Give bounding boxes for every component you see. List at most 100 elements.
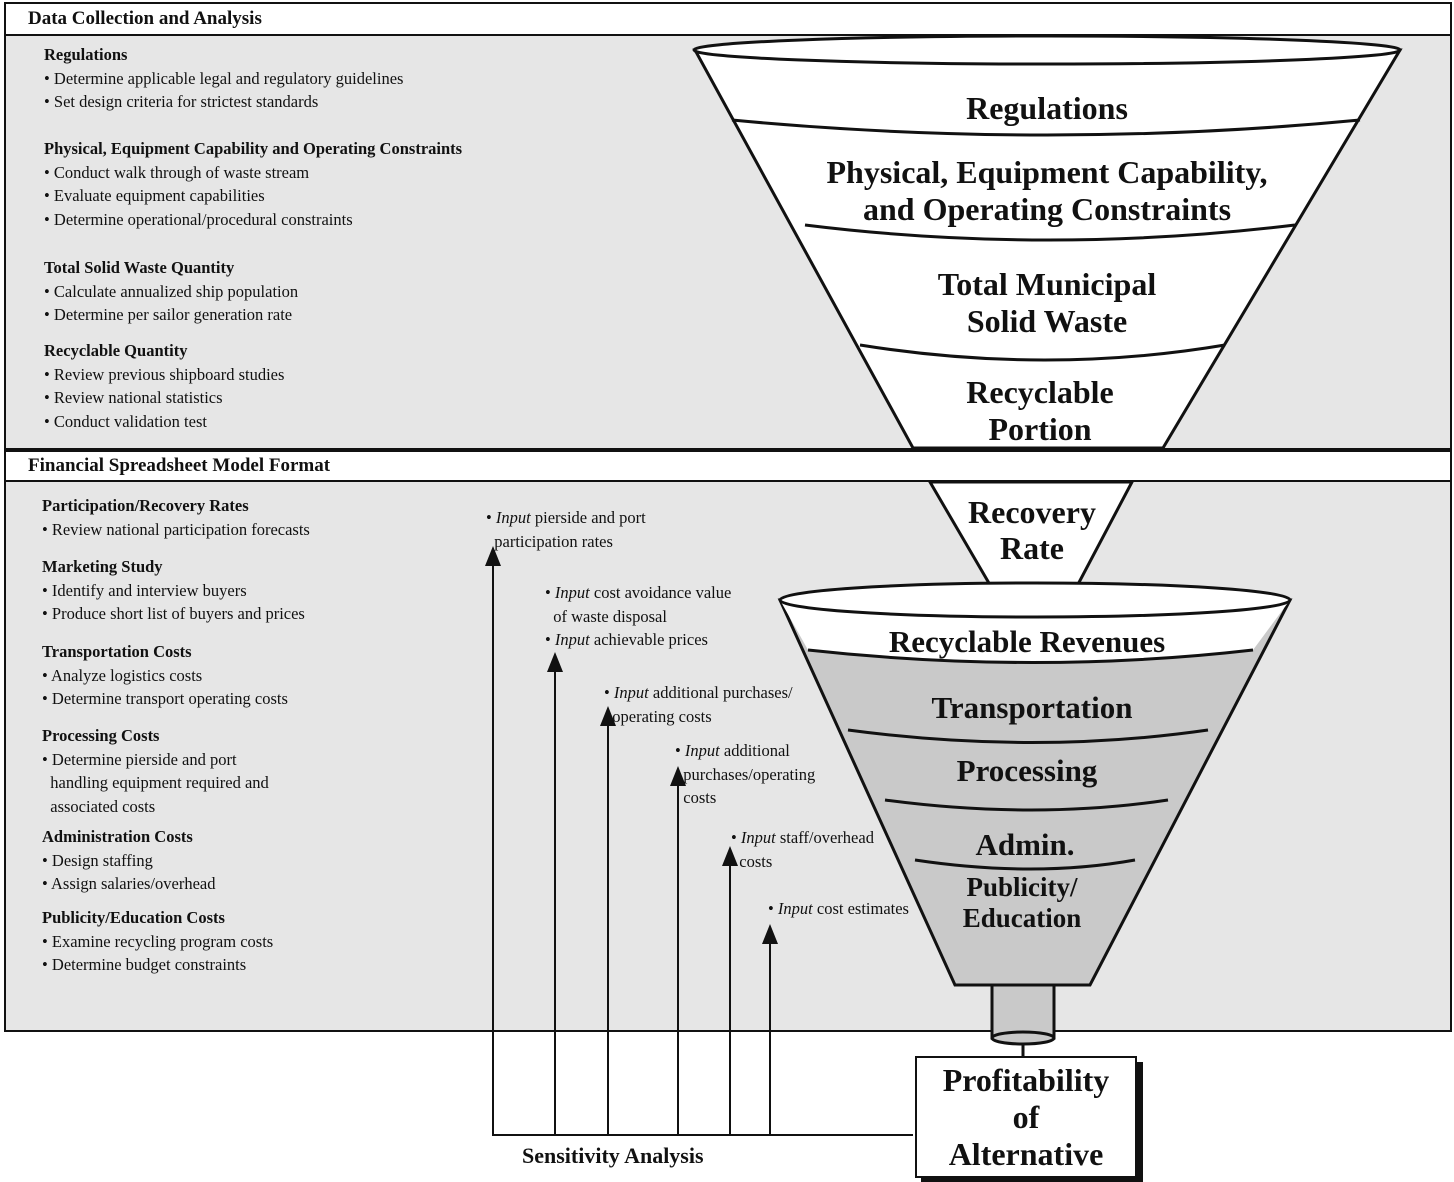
section-heading: Total Solid Waste Quantity — [44, 258, 235, 277]
outcome-line: Profitability — [942, 1062, 1110, 1098]
input-keyword: Input — [777, 899, 813, 918]
section: Marketing Study • Identify and interview … — [42, 555, 305, 626]
input-keyword: Input — [554, 583, 590, 602]
bullet-item: • Set design criteria for strictest stan… — [44, 92, 319, 111]
arrowheads — [485, 546, 778, 944]
arrowhead — [762, 924, 778, 944]
band-label-regulations: Regulations — [966, 90, 1128, 126]
input-keyword: Input — [613, 683, 649, 702]
bullet-item: • Review previous shipboard studies — [44, 364, 285, 384]
band-label-physical: Physical, Equipment Capability, — [827, 154, 1268, 190]
arrowhead — [670, 766, 686, 786]
bullet-item: • Determine transport operating costs — [42, 689, 288, 708]
neck-label: Rate — [1000, 530, 1064, 566]
band-label-total-waste: Total Municipal — [938, 266, 1157, 302]
panel-title: Financial Spreadsheet Model Format — [6, 452, 1450, 482]
bullet-item: • Conduct walk through of waste stream — [44, 162, 310, 182]
input-keyword: Input — [684, 741, 720, 760]
bullet-item: • Determine applicable legal and regulat… — [44, 68, 404, 88]
input-note: • Input cost estimates — [768, 899, 909, 918]
section-heading: Recyclable Quantity — [44, 341, 188, 360]
input-note: • Input staff/overhead costs — [731, 828, 874, 871]
panel-title: Data Collection and Analysis — [6, 4, 1450, 36]
input-text: cost avoidance value of waste disposal — [553, 583, 732, 626]
upper-funnel — [692, 34, 1403, 450]
input-note: • Input pierside and port participation … — [486, 508, 646, 551]
section-heading: Administration Costs — [42, 827, 193, 846]
bullet-item: • Determine operational/procedural const… — [44, 209, 353, 229]
bullet-item: • Conduct validation test — [44, 411, 207, 431]
bullet-item: handling equipment required and — [42, 773, 269, 792]
bullet-item: • Determine pierside and port — [42, 749, 237, 769]
bullet-item: • Examine recycling program costs — [42, 931, 274, 951]
bullet-item: • Design staffing — [42, 850, 153, 870]
band-divider — [807, 648, 1254, 664]
input-note: • Input cost avoidance value of waste di… — [545, 583, 732, 626]
band-divider — [847, 728, 1209, 744]
bullet-item: • Calculate annualized ship population — [44, 281, 299, 301]
band-label-transportation: Transportation — [932, 690, 1133, 725]
band-divider — [804, 223, 1296, 242]
band-label-physical: and Operating Constraints — [863, 191, 1231, 227]
outcome-line: of — [1012, 1099, 1040, 1135]
input-keyword: Input — [740, 828, 776, 847]
band-label-recyclable: Recyclable — [966, 374, 1114, 410]
section: Transportation Costs • Analyze logistics … — [42, 640, 288, 711]
arrowhead — [485, 546, 501, 566]
section: Total Solid Waste Quantity • Calculate an… — [44, 256, 298, 327]
band-divider — [731, 118, 1361, 137]
section-heading: Regulations — [44, 45, 128, 64]
band-label-publicity: Education — [963, 903, 1082, 933]
spout-opening — [990, 1030, 1056, 1046]
band-divider — [914, 858, 1136, 871]
profitability-box: Profitability of Alternative — [915, 1056, 1137, 1178]
upper-funnel-rim — [692, 34, 1402, 66]
band-label-processing: Processing — [957, 753, 1098, 788]
bullet-item: • Review national statistics — [44, 388, 223, 407]
section-heading: Transportation Costs — [42, 642, 192, 661]
section-heading: Publicity/Education Costs — [42, 908, 225, 927]
bullet-item: • Analyze logistics costs — [42, 665, 203, 685]
section: Regulations • Determine applicable legal … — [44, 43, 403, 114]
input-text: additional purchases/operating costs — [683, 741, 816, 807]
arrowhead — [722, 846, 738, 866]
section: Recyclable Quantity • Review previous shi… — [44, 339, 284, 433]
section-heading: Physical, Equipment Capability and Opera… — [44, 139, 463, 158]
band-label-revenues: Recyclable Revenues — [889, 624, 1165, 659]
funnel-spout — [990, 983, 1056, 1040]
bullet-item: • Determine per sailor generation rate — [44, 305, 293, 324]
input-note: • Input additional purchases/ operating … — [604, 683, 793, 726]
section: Processing Costs • Determine pierside and… — [42, 724, 269, 818]
band-label-admin: Admin. — [975, 827, 1074, 862]
lower-funnel-rim — [778, 581, 1292, 619]
input-text: cost estimates — [812, 899, 909, 918]
band-divider — [884, 798, 1169, 812]
input-keyword: Input — [554, 630, 590, 649]
band-label-publicity: Publicity/ — [966, 872, 1078, 902]
lower-funnel — [777, 581, 1293, 1056]
connector-line — [492, 562, 913, 1136]
outcome-line: Alternative — [948, 1136, 1104, 1172]
input-text: achievable prices — [589, 630, 708, 649]
bullet-item: associated costs — [42, 796, 156, 816]
bullet-item: • Determine budget constraints — [42, 955, 247, 974]
section-heading: Processing Costs — [42, 726, 160, 745]
input-text: additional purchases/ operating costs — [612, 683, 793, 726]
section: Participation/Recovery Rates• Review nat… — [42, 494, 310, 541]
neck-label: Recovery — [968, 494, 1096, 530]
band-divider — [859, 343, 1226, 362]
section-heading: Participation/Recovery Rates — [42, 496, 249, 515]
section-heading: Marketing Study — [42, 557, 163, 576]
bullet-item: • Assign salaries/overhead — [42, 874, 216, 893]
bullet-item: • Identify and interview buyers — [42, 580, 247, 600]
bullet-item: • Evaluate equipment capabilities — [44, 186, 265, 205]
band-label-total-waste: Solid Waste — [967, 303, 1127, 339]
input-note: • Input additional purchases/operating c… — [675, 741, 816, 807]
band-label-recyclable: Portion — [988, 411, 1091, 447]
sensitivity-analysis-label: Sensitivity Analysis — [522, 1143, 704, 1168]
sensitivity-connectors — [492, 562, 913, 1136]
input-text: pierside and port participation rates — [494, 508, 646, 551]
section: Publicity/Education Costs • Examine recyc… — [42, 906, 273, 977]
input-text: staff/overhead costs — [739, 828, 874, 871]
